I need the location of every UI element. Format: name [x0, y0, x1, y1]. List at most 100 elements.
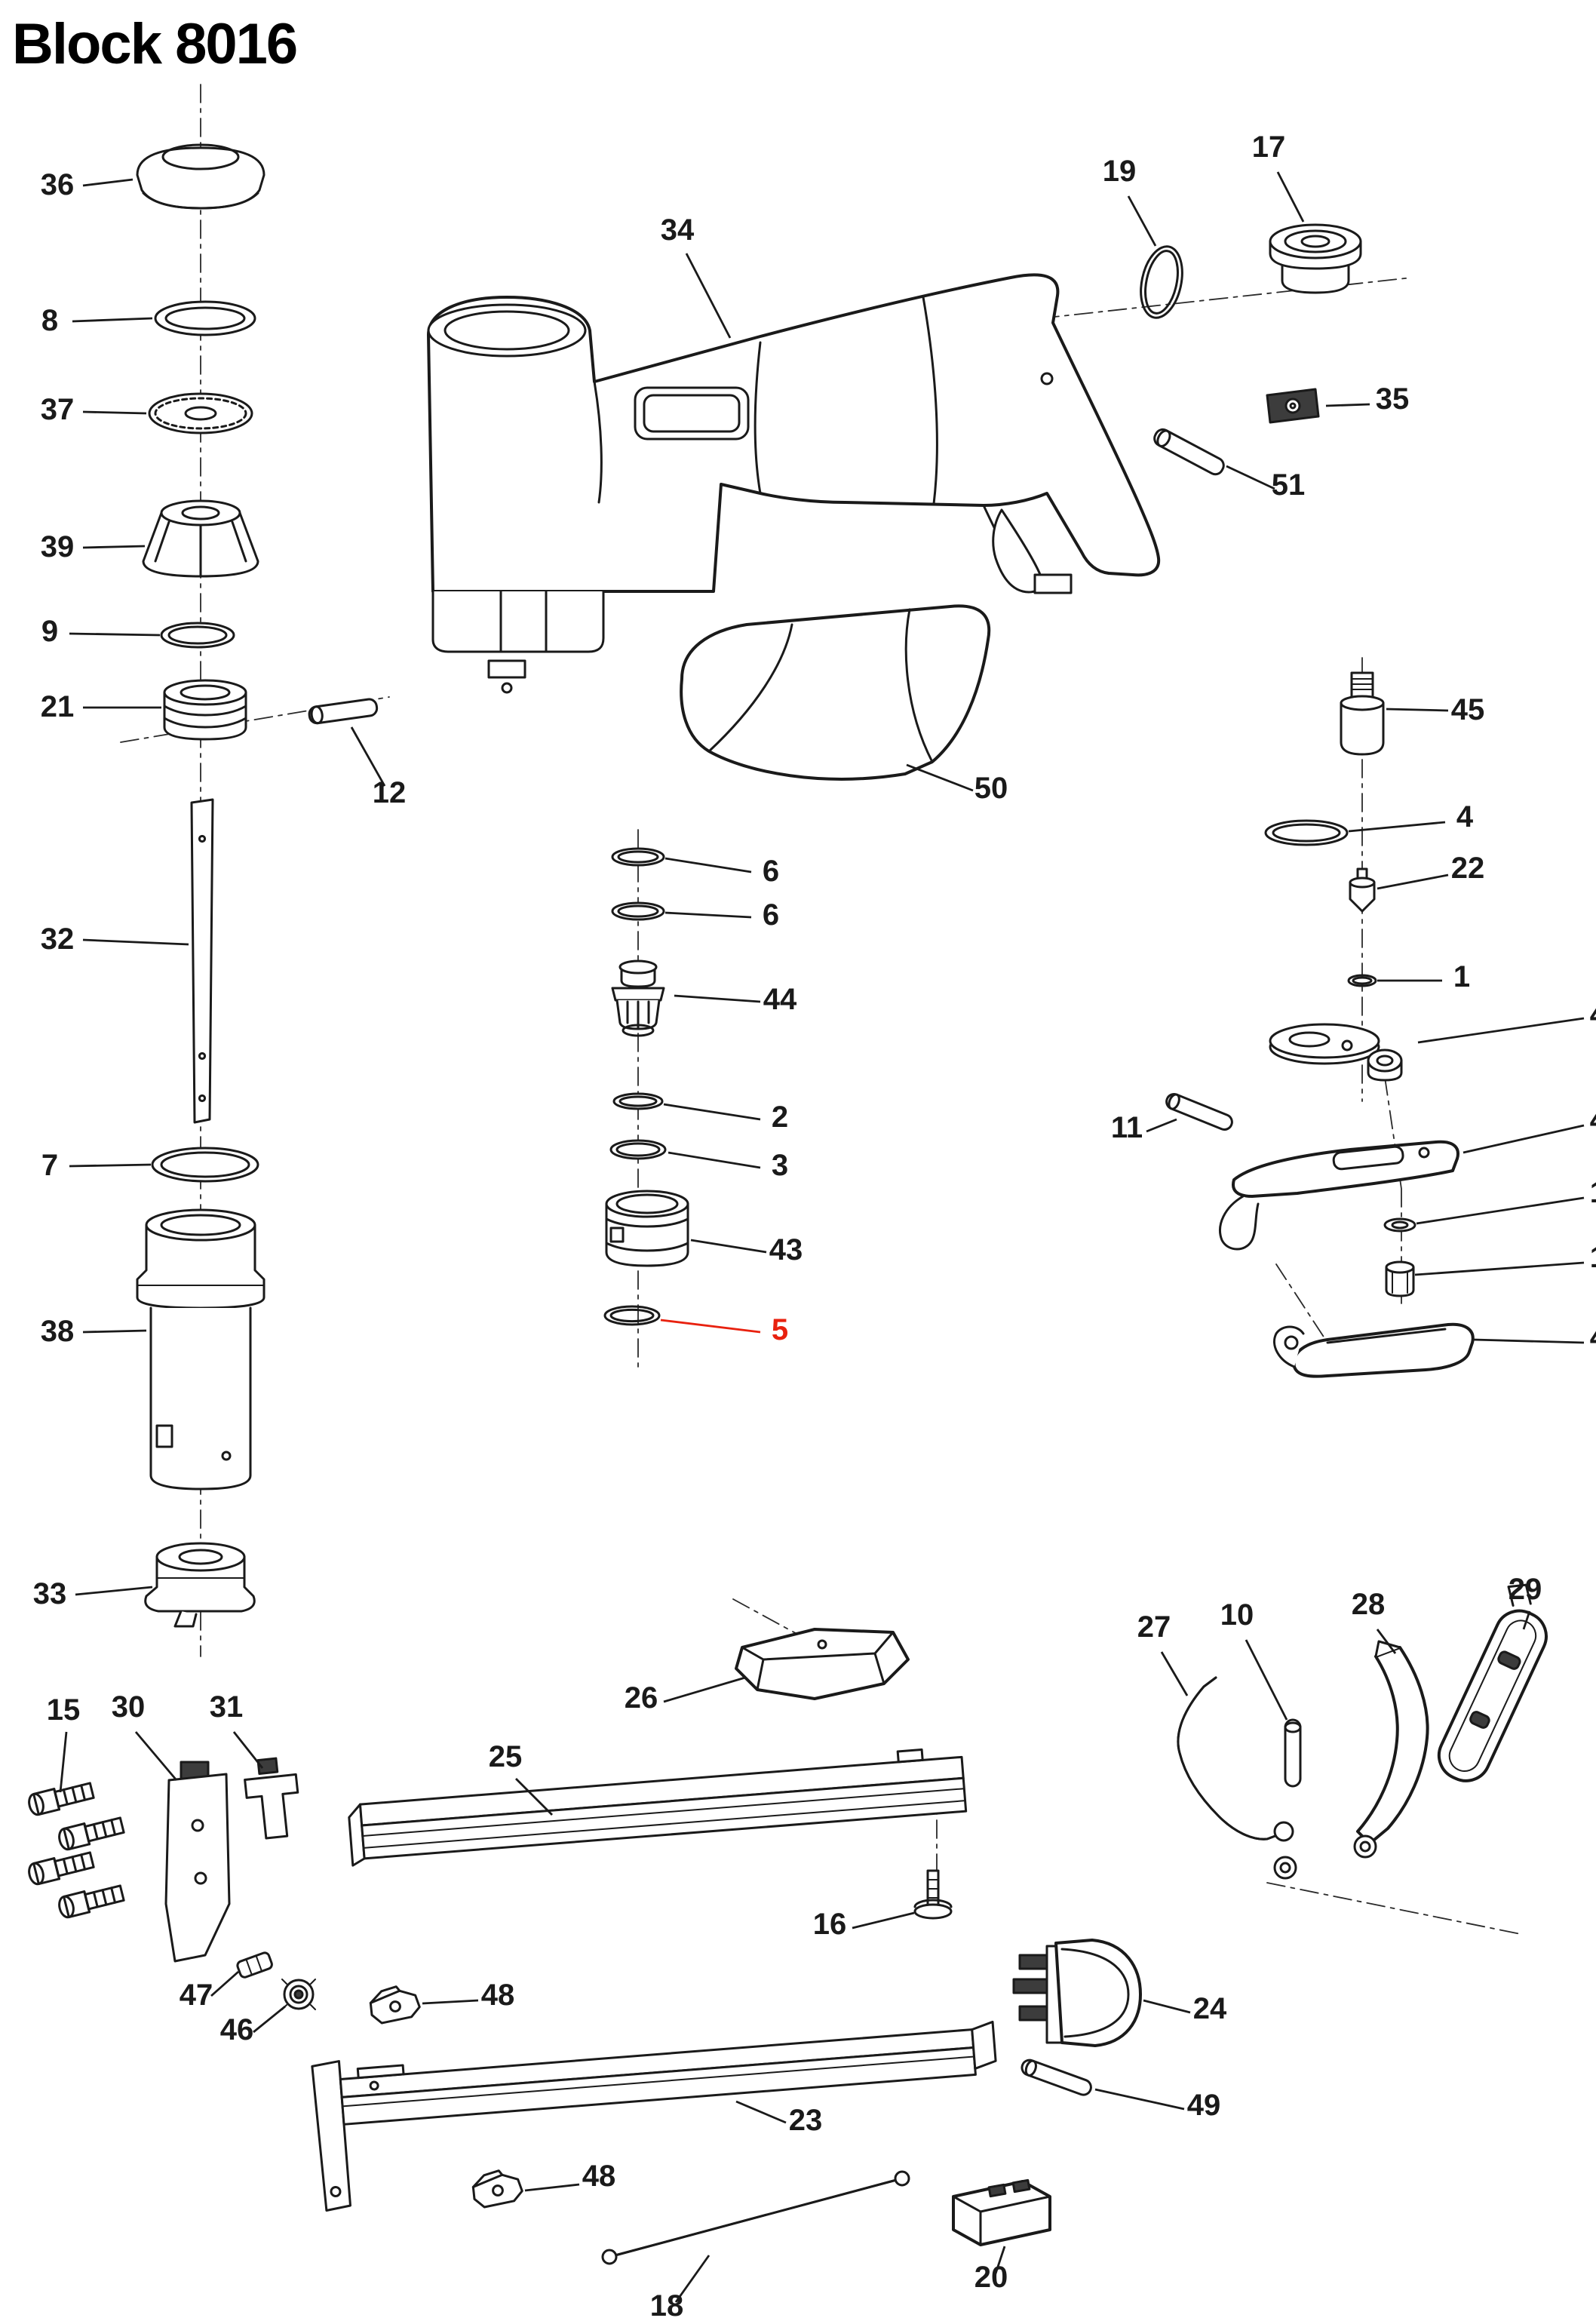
callout-leader-22 [1377, 873, 1449, 890]
part-23-lower-rail [311, 2020, 997, 2212]
callout-leader-19 [1127, 195, 1157, 247]
callout-leader-42 [1473, 1338, 1585, 1344]
callout-number-35: 35 [1376, 382, 1410, 416]
callout-leader-40 [1417, 1017, 1585, 1044]
callout-number-18: 18 [650, 2289, 684, 2321]
callout-leader-47 [210, 1970, 239, 1997]
callout-number-15: 15 [47, 1693, 81, 1727]
callout-number-48: 48 [582, 2160, 616, 2193]
callout-number-31: 31 [210, 1690, 244, 1724]
callout-number-14: 14 [1590, 1241, 1596, 1274]
callout-number-36: 36 [41, 168, 75, 201]
part-47-sleeve [236, 1951, 273, 1979]
part-45-bolt [1340, 671, 1385, 756]
callout-leader-7 [69, 1163, 152, 1168]
callout-number-45: 45 [1451, 693, 1485, 726]
callout-leader-2 [663, 1103, 761, 1121]
callout-leader-14 [1414, 1261, 1585, 1276]
part-35-clip-block [1266, 388, 1320, 424]
part-18-rod [601, 2170, 910, 2265]
callout-number-29: 29 [1509, 1573, 1542, 1606]
part-51-pin [1153, 428, 1225, 476]
callout-number-12: 12 [373, 776, 407, 809]
part-21-piston [163, 679, 247, 741]
part-26-guide-block [735, 1628, 910, 1700]
callout-number-16: 16 [813, 1908, 847, 1941]
callout-number-24: 24 [1193, 1992, 1227, 2025]
callout-number-25: 25 [489, 1740, 523, 1773]
callout-number-41: 41 [1590, 1104, 1596, 1137]
callout-leader-39 [82, 545, 146, 549]
callout-leader-50 [906, 763, 974, 792]
callout-number-42: 42 [1590, 1321, 1596, 1354]
callout-number-47: 47 [180, 1979, 213, 2012]
callout-leader-15 [59, 1731, 68, 1793]
callout-leader-44 [674, 994, 761, 1003]
callout-number-50: 50 [974, 772, 1008, 805]
callout-leader-30 [134, 1731, 178, 1781]
part-39-cone-bushing [142, 499, 259, 578]
part-31-clip [244, 1757, 299, 1840]
part-33-bushing [144, 1542, 256, 1628]
callout-number-5: 5 [772, 1313, 788, 1346]
drawing-layer [26, 84, 1548, 2265]
callout-number-19: 19 [1103, 155, 1137, 188]
page-title: Block 8016 [12, 12, 296, 76]
callout-leader-11 [1146, 1118, 1177, 1133]
callout-number-33: 33 [33, 1577, 67, 1610]
part-12-pin [308, 698, 379, 725]
part-3-ring [609, 1139, 667, 1160]
callout-leader-43 [690, 1239, 767, 1254]
callout-leader-37 [82, 410, 147, 415]
part-30-plate [164, 1761, 231, 1963]
callout-leader-36 [82, 178, 134, 187]
callout-number-3: 3 [772, 1149, 788, 1182]
part-44-valve [611, 959, 665, 1037]
part-34-housing [427, 273, 1161, 694]
part-29-grip [1437, 1583, 1548, 1782]
part-32-driver-blade [190, 798, 214, 1124]
part-4-ring [1264, 819, 1349, 846]
callout-leader-45 [1386, 708, 1449, 712]
callout-number-49: 49 [1187, 2089, 1221, 2122]
callout-number-48: 48 [481, 1979, 515, 2012]
callout-leader-5 [660, 1319, 761, 1334]
callout-leader-48 [422, 1999, 479, 2005]
callout-leader-27 [1160, 1651, 1189, 1696]
callout-leader-24 [1143, 1999, 1191, 2014]
callout-number-8: 8 [41, 304, 58, 337]
callout-leader-3 [668, 1151, 761, 1169]
callout-leader-41 [1462, 1124, 1585, 1154]
part-43-valve-sleeve [605, 1190, 689, 1267]
callout-number-6: 6 [763, 855, 779, 888]
callout-number-43: 43 [769, 1233, 803, 1266]
part-46-nut [281, 1979, 316, 2010]
callout-number-46: 46 [220, 2013, 254, 2046]
part-48a-clip [367, 1983, 422, 2025]
callout-leader-35 [1325, 403, 1370, 407]
callout-number-4: 4 [1456, 800, 1474, 834]
part-19-o-ring [1140, 245, 1183, 319]
callout-layer: 3683739921123273833341917355150664423435… [33, 130, 1596, 2321]
part-6b-o-ring [611, 901, 665, 921]
callout-leader-10 [1245, 1639, 1288, 1721]
callout-leader-20 [994, 2246, 1006, 2274]
part-9-ring [160, 622, 235, 649]
callout-number-13: 13 [1590, 1176, 1596, 1209]
callout-leader-16 [852, 1911, 915, 1930]
callout-leader-32 [82, 938, 189, 946]
callout-leader-29 [1522, 1610, 1531, 1630]
callout-leader-17 [1276, 171, 1305, 223]
callout-leader-18 [674, 2255, 711, 2303]
callout-leader-51 [1226, 465, 1275, 490]
callout-leader-31 [232, 1731, 264, 1769]
callout-leader-25 [515, 1778, 553, 1816]
callout-leader-28 [1376, 1629, 1397, 1654]
callout-leader-4 [1348, 821, 1446, 833]
callout-number-34: 34 [661, 213, 695, 247]
callout-number-17: 17 [1252, 130, 1286, 164]
part-17-cap-piston [1269, 223, 1362, 294]
callout-number-6: 6 [763, 898, 779, 932]
callout-number-26: 26 [625, 1681, 658, 1715]
